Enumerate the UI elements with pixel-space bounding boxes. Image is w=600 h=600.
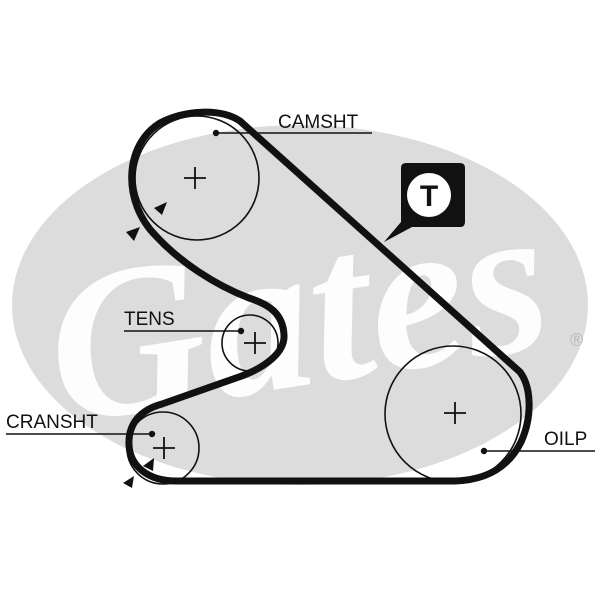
badge-inner-circle <box>407 173 451 217</box>
camshaft-centre-cross <box>184 167 206 189</box>
timing-belt <box>125 108 533 485</box>
oil-pump-label: OILP <box>544 429 587 450</box>
tensioner-leader-dot <box>237 327 245 335</box>
camshaft-leader-dot <box>212 129 220 137</box>
camshaft-timing-mark-lower <box>126 227 140 241</box>
badge-letter: T <box>420 180 438 213</box>
crankshaft-centre-cross <box>153 437 175 459</box>
oil-pump-leader-dot <box>480 447 488 455</box>
tensioner-label: TENS <box>124 309 175 330</box>
leader-lines <box>6 129 595 455</box>
timing-badge: T <box>384 163 465 242</box>
timing-marks <box>123 202 167 488</box>
camshaft-label: CAMSHT <box>278 112 359 133</box>
crankshaft-timing-mark-lower <box>123 476 134 488</box>
crankshaft-leader-dot <box>148 430 156 438</box>
pulley-centre-marks <box>153 167 466 459</box>
tensioner-centre-cross <box>244 332 266 354</box>
watermark-registered-mark: ® <box>570 330 583 350</box>
oil-pump-centre-cross <box>444 402 466 424</box>
crankshaft-timing-mark-upper <box>143 458 154 471</box>
camshaft-timing-mark-upper <box>154 202 167 215</box>
crankshaft-label: CRANSHT <box>6 412 98 433</box>
